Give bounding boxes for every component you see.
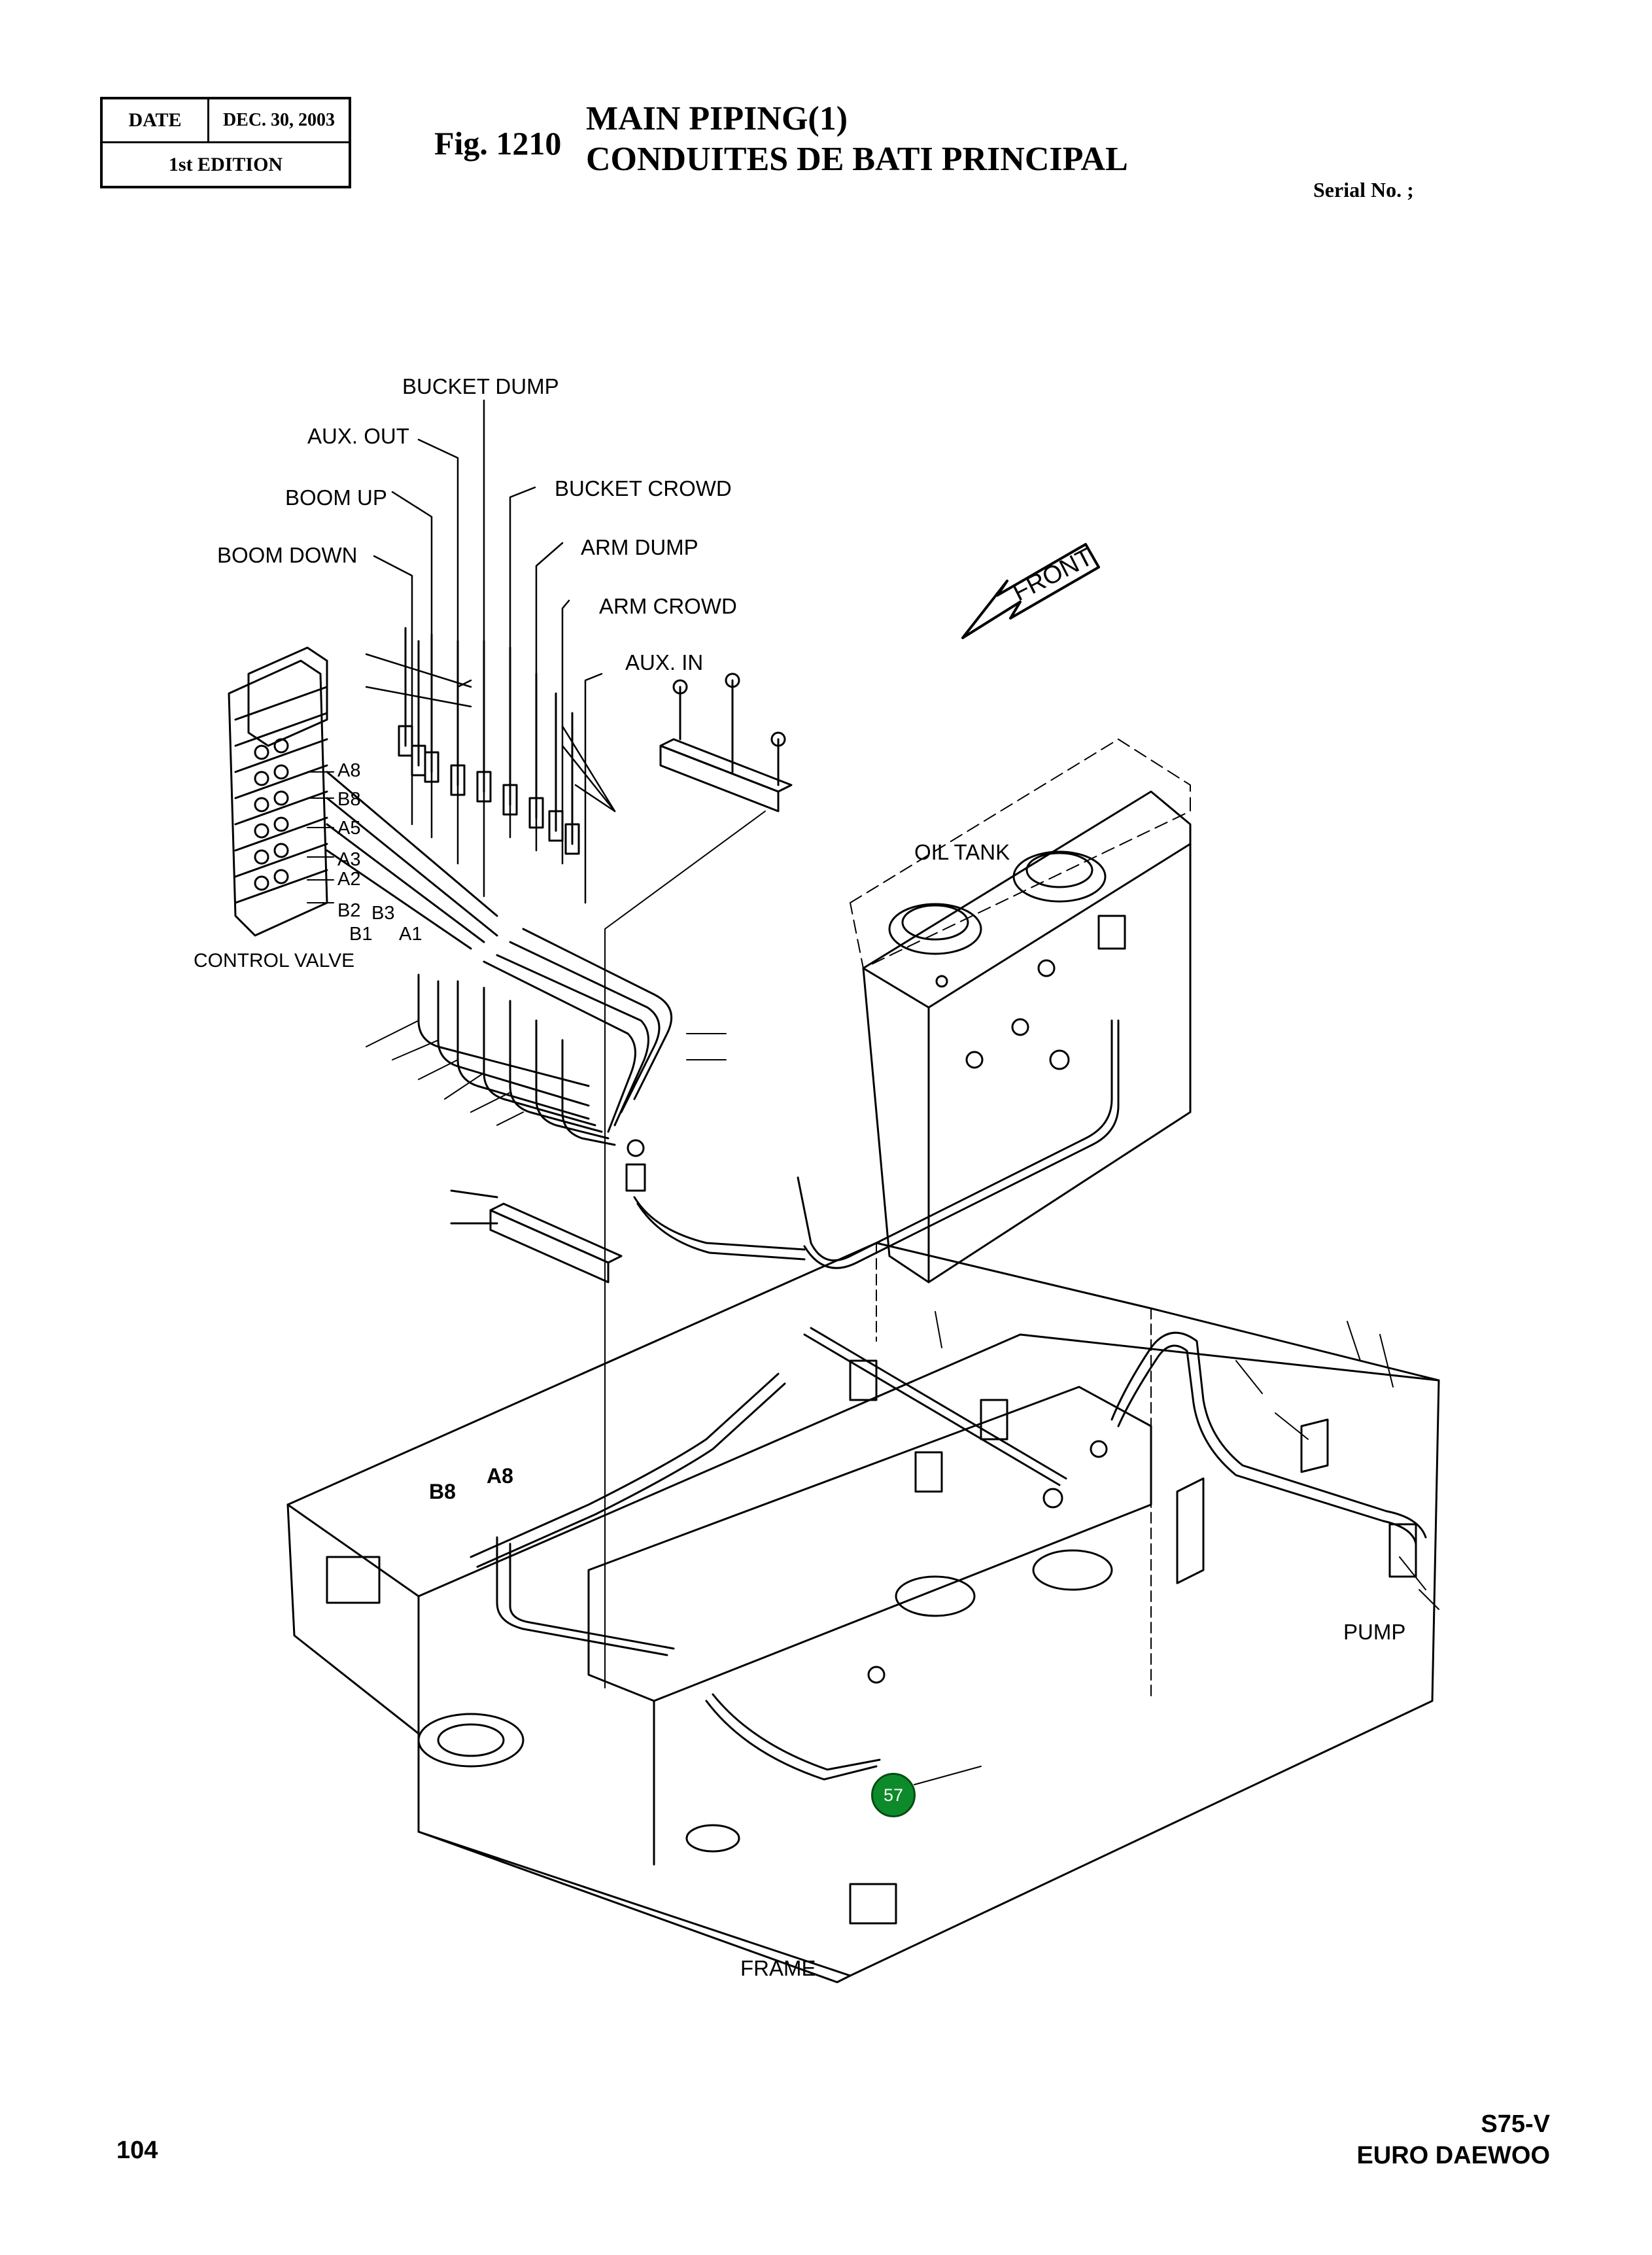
pump-piping (1110, 1331, 1427, 1584)
label-frame: FRAME (740, 1956, 816, 1980)
label-port-b8: B8 (337, 789, 361, 810)
pressure-lines (470, 1327, 1108, 1781)
figure-title-english: MAIN PIPING(1) (586, 100, 848, 137)
label-boom-down: BOOM DOWN (217, 543, 358, 567)
figure-number: Fig. 1210 (434, 125, 562, 162)
label-control-valve: CONTROL VALVE (194, 950, 355, 971)
hose-assemblies (398, 627, 580, 855)
oil-tank (797, 739, 1192, 1284)
label-bucket-crowd: BUCKET CROWD (555, 476, 732, 500)
main-frame (286, 1242, 1440, 1984)
brand-name: EURO DAEWOO (1356, 2142, 1550, 2169)
pipe-bundle-leaders (366, 1020, 727, 1126)
label-port-b8-lower: B8 (429, 1480, 456, 1503)
label-aux-in: AUX. IN (625, 650, 704, 674)
callout-57-leader (914, 1766, 982, 1785)
label-aux-out: AUX. OUT (307, 424, 409, 448)
clamp-blocks (450, 673, 793, 1284)
page-number: 104 (116, 2137, 158, 2164)
bolt-leaders (935, 1311, 1439, 1610)
reference-line-top (604, 811, 766, 930)
pipe-bundle (417, 928, 673, 1146)
date-row: DATE DEC. 30, 2003 (103, 99, 349, 143)
label-port-a5: A5 (337, 818, 361, 839)
label-arm-dump: ARM DUMP (581, 535, 698, 559)
figure-title-french: CONDUITES DE BATI PRINCIPAL (586, 141, 1128, 178)
label-arm-crowd: ARM CROWD (599, 594, 737, 618)
date-edition-box: DATE DEC. 30, 2003 1st EDITION (100, 97, 351, 188)
label-bucket-dump: BUCKET DUMP (402, 374, 559, 398)
label-port-a8-lower: A8 (487, 1464, 513, 1488)
label-boom-up: BOOM UP (285, 485, 387, 510)
date-label: DATE (103, 99, 209, 141)
serial-number-label: Serial No. ; (1313, 178, 1414, 201)
front-arrow-icon (961, 543, 1100, 639)
label-pump: PUMP (1343, 1620, 1406, 1644)
model-name: S75-V (1481, 2110, 1550, 2138)
label-port-b3: B3 (371, 903, 395, 924)
part-callout-57[interactable]: 57 (871, 1773, 916, 1817)
port-leaders (307, 771, 334, 903)
date-value: DEC. 30, 2003 (222, 110, 336, 130)
label-oil-tank: OIL TANK (914, 840, 1010, 864)
label-port-a2: A2 (337, 869, 361, 890)
label-port-b2: B2 (337, 900, 361, 921)
label-port-a1: A1 (399, 924, 422, 945)
edition-label: 1st EDITION (168, 153, 283, 175)
label-port-a3: A3 (337, 849, 361, 870)
return-hose (625, 1139, 806, 1261)
label-port-a8: A8 (337, 760, 361, 781)
label-port-b1: B1 (349, 924, 373, 945)
